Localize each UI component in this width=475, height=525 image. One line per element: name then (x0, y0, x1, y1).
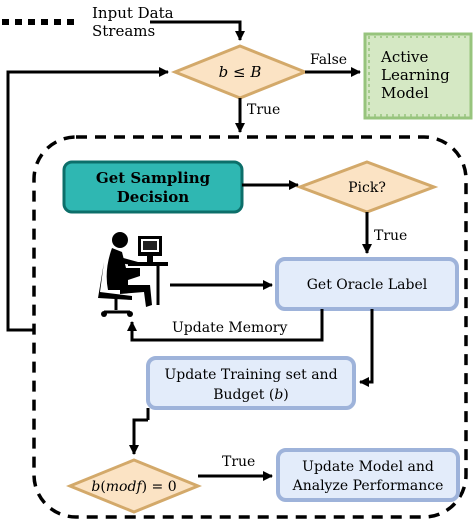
mod-check-diamond (66, 458, 202, 514)
training-to-modcheck-arrow (129, 418, 148, 455)
sampling-decision-box (62, 160, 244, 214)
feedback-loop-arrow (6, 67, 169, 332)
human-annotator-icon (98, 232, 168, 317)
active-model-line1: Active (380, 48, 429, 66)
active-model-line2: Learning (381, 66, 450, 84)
update-model-line2: Analyze Performance (292, 478, 444, 494)
modcheck-true-label: True (222, 454, 255, 470)
update-memory-arrow (127, 309, 324, 342)
pick-true-label: True (374, 228, 407, 244)
input-label-line2: Streams (92, 22, 155, 40)
input-arrow (150, 20, 245, 41)
oracle-label-box (275, 257, 459, 311)
update-training-line1: Update Training set and (164, 367, 337, 383)
oracle-label-text: Get Oracle Label (307, 277, 428, 293)
mod-check-label: b(modf) = 0 (91, 479, 176, 495)
input-label-line1: Input Data (92, 4, 174, 22)
update-memory-label: Update Memory (172, 320, 287, 336)
budget-true-label: True (247, 102, 280, 118)
budget-check-label: b ≤ B (219, 63, 262, 81)
oracle-to-training-arrow (359, 309, 374, 387)
update-model-line1: Update Model and (302, 459, 434, 475)
false-label: False (310, 52, 347, 68)
sampling-line2: Decision (117, 188, 190, 206)
sampling-line1: Get Sampling (96, 169, 211, 187)
active-model-line3: Model (381, 84, 429, 102)
update-model-box (276, 448, 460, 502)
loop-region (32, 135, 468, 519)
pick-label: Pick? (348, 180, 386, 196)
update-training-line2: Budget (b) (213, 387, 289, 403)
update-training-box (146, 356, 356, 410)
